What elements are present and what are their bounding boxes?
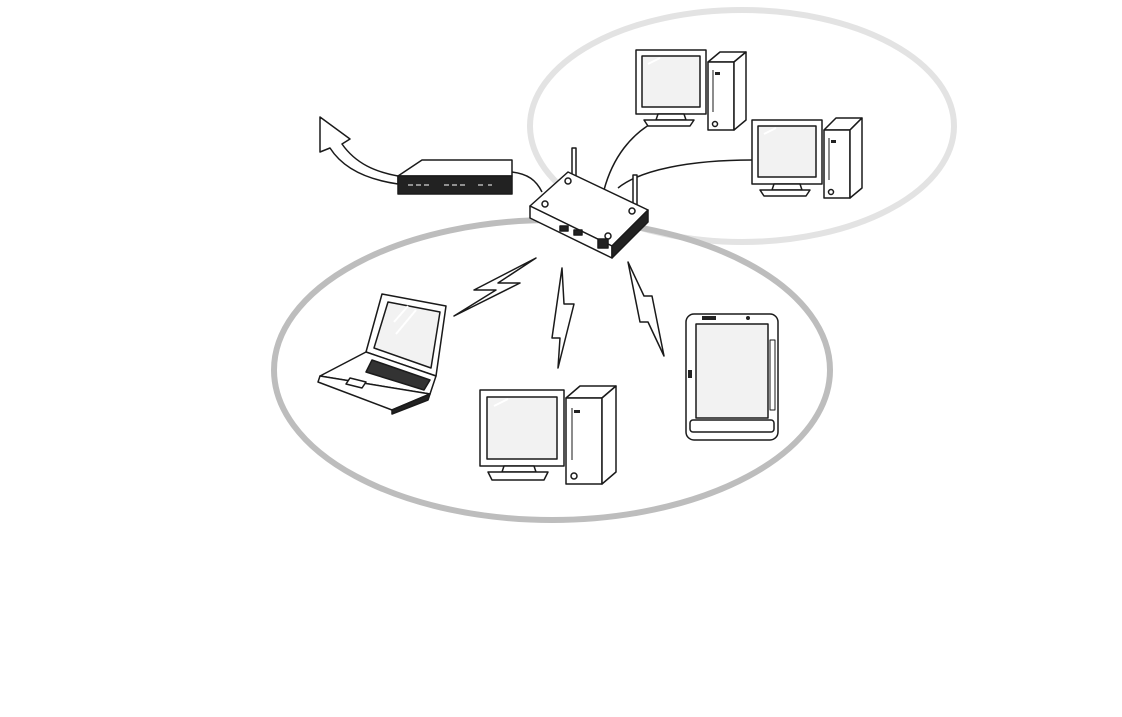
wireless-signal-desktop-icon — [552, 268, 574, 368]
cable-ap-to-desktop-2 — [618, 160, 752, 188]
laptop-icon — [318, 294, 446, 414]
modem-icon — [398, 160, 512, 194]
cable-modem-to-ap — [512, 172, 542, 192]
wireless-signal-laptop-icon — [454, 258, 536, 316]
wireless-signal-tablet-icon — [628, 262, 664, 356]
tablet-pc-icon — [686, 314, 778, 440]
wired-desktop-2-icon — [752, 118, 862, 198]
internet-arrow-icon — [320, 117, 398, 184]
wireless-desktop-icon — [480, 386, 616, 484]
wireless-signals — [454, 258, 664, 368]
wired-desktop-1-icon — [636, 50, 746, 130]
wireless-access-point-icon — [530, 148, 648, 258]
